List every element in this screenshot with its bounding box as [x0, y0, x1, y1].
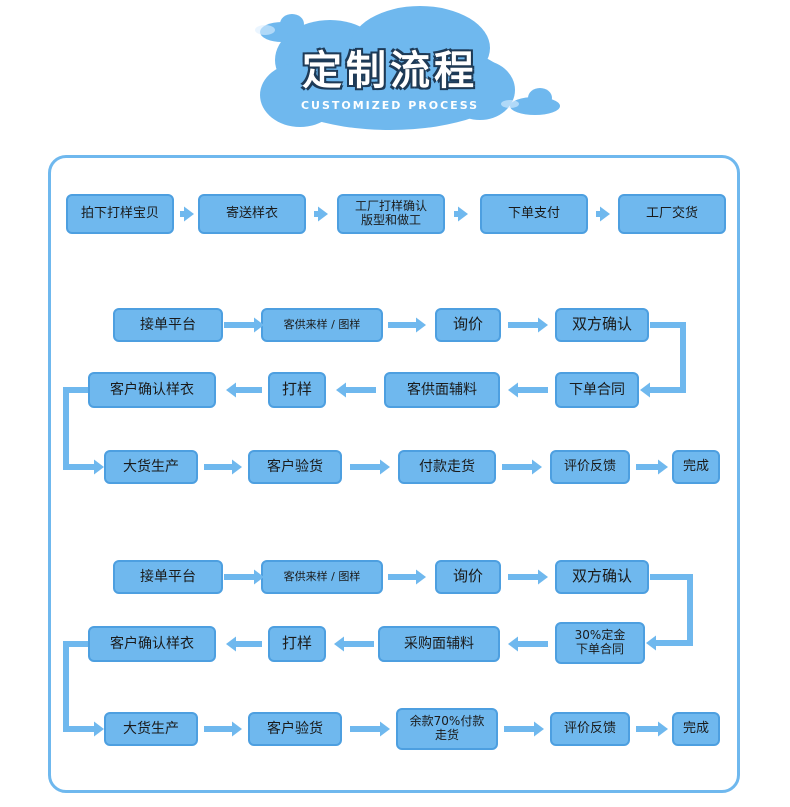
flow2-complete: 完成 [672, 450, 720, 484]
flow1-step-2: 寄送样衣 [198, 194, 306, 234]
flow3-customer-confirm-sample: 客户确认样衣 [88, 626, 216, 662]
flow3-inspection: 客户验货 [248, 712, 342, 746]
flow2-sample-provided: 客供来样 / 图样 [261, 308, 383, 342]
flow3-inquiry: 询价 [435, 560, 501, 594]
flow2-payment-shipping: 付款走货 [398, 450, 496, 484]
flow3-balance-payment: 余款70%付款 走货 [396, 708, 498, 750]
header-clouds [255, 6, 560, 130]
flow2-customer-confirm-sample: 客户确认样衣 [88, 372, 216, 408]
flow1-step-3: 工厂打样确认 版型和做工 [337, 194, 445, 234]
flow3-feedback: 评价反馈 [550, 712, 630, 746]
flow3-receive-order: 接单平台 [113, 560, 223, 594]
flow2-inquiry: 询价 [435, 308, 501, 342]
flow3-confirm: 双方确认 [555, 560, 649, 594]
page-subtitle: CUSTOMIZED PROCESS [300, 99, 480, 112]
flow2-mass-production: 大货生产 [104, 450, 198, 484]
flow3-deposit-contract: 30%定金 下单合同 [555, 622, 645, 664]
page-title: 定制流程 [302, 48, 478, 94]
process-frame [48, 155, 740, 793]
flow2-contract: 下单合同 [555, 372, 639, 408]
flow2-receive-order: 接单平台 [113, 308, 223, 342]
flow2-sampling: 打样 [268, 372, 326, 408]
flow2-inspection: 客户验货 [248, 450, 342, 484]
flow3-complete: 完成 [672, 712, 720, 746]
flow3-sample-provided: 客供来样 / 图样 [261, 560, 383, 594]
flow2-customer-materials: 客供面辅料 [384, 372, 500, 408]
flow2-confirm: 双方确认 [555, 308, 649, 342]
flow1-step-4: 下单支付 [480, 194, 588, 234]
flow1-step-5: 工厂交货 [618, 194, 726, 234]
flow3-mass-production: 大货生产 [104, 712, 198, 746]
flow3-purchase-materials: 采购面辅料 [378, 626, 500, 662]
flow2-feedback: 评价反馈 [550, 450, 630, 484]
flow3-sampling: 打样 [268, 626, 326, 662]
flow1-step-1: 拍下打样宝贝 [66, 194, 174, 234]
